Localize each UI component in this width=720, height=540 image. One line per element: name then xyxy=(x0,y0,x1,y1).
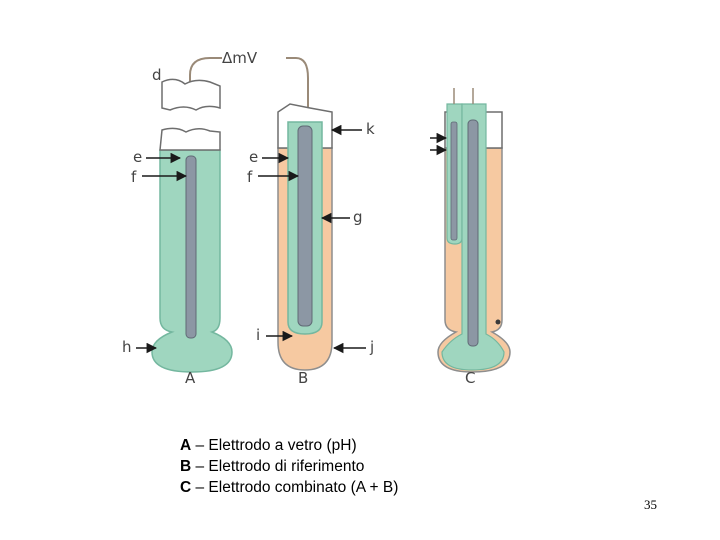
pointer-arrows xyxy=(136,124,448,354)
label-h: h xyxy=(122,338,132,356)
legend: A – Elettrodo a vetro (pH) B – Elettrodo… xyxy=(180,435,398,498)
electrode-letter-a: A xyxy=(185,369,196,387)
electrode-letter-c: C xyxy=(465,369,475,387)
electrode-a-cap-break xyxy=(159,127,221,151)
voltmeter-wire xyxy=(189,57,309,120)
meter-label: ΔmV xyxy=(222,49,258,67)
label-f-b: f xyxy=(247,168,253,186)
legend-text: – Elettrodo combinato (A + B) xyxy=(191,479,399,496)
label-i: i xyxy=(256,326,260,344)
electrode-c-junction xyxy=(495,319,501,325)
legend-key: B xyxy=(180,458,192,475)
slide-number: 35 xyxy=(644,497,657,512)
label-e-a: e xyxy=(133,148,142,166)
legend-item-a: A – Elettrodo a vetro (pH) xyxy=(180,435,398,456)
label-d: d xyxy=(152,66,162,84)
legend-item-c: C – Elettrodo combinato (A + B) xyxy=(180,477,398,498)
electrode-c xyxy=(437,88,511,373)
label-j: j xyxy=(369,338,374,356)
electrode-b xyxy=(277,103,333,371)
electrode-c-ref-rod xyxy=(450,121,458,241)
electrode-c-glass-rod xyxy=(467,119,479,347)
legend-text: – Elettrodo a vetro (pH) xyxy=(191,437,357,454)
label-g: g xyxy=(353,208,363,226)
legend-key: C xyxy=(180,479,192,496)
label-k: k xyxy=(366,120,375,138)
electrode-letter-b: B xyxy=(298,369,308,387)
label-e-b: e xyxy=(249,148,258,166)
electrode-b-inner-rod xyxy=(297,125,313,327)
electrode-a-inner-rod xyxy=(185,155,197,339)
electrode-a-cap-top xyxy=(161,78,221,111)
legend-text: – Elettrodo di riferimento xyxy=(191,458,365,475)
legend-item-b: B – Elettrodo di riferimento xyxy=(180,456,398,477)
label-f-a: f xyxy=(131,168,137,186)
electrode-a xyxy=(151,78,233,373)
legend-key: A xyxy=(180,437,192,454)
